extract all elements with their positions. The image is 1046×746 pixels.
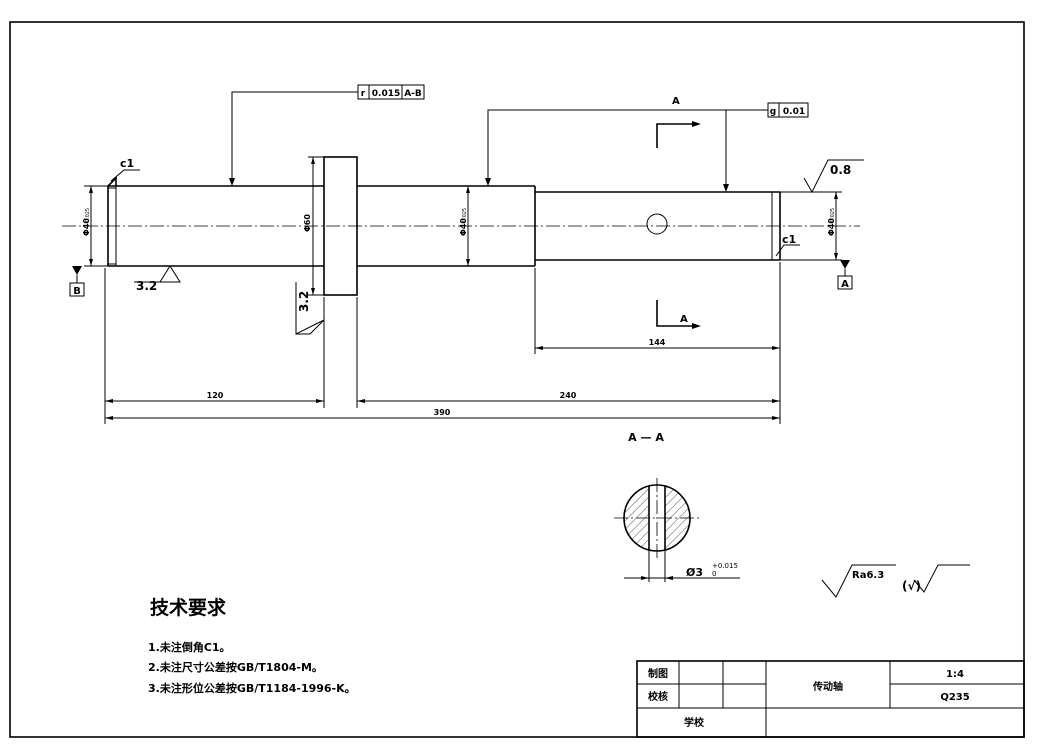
dim-d-mid-tol: -0.025	[462, 208, 468, 224]
roughness-general-symbol	[821, 564, 896, 598]
chamfer-right-leader	[775, 244, 800, 257]
tb-draw-label: 制图	[648, 667, 668, 680]
dim-d-right: Φ40	[827, 218, 836, 236]
dim-len-right: 240	[560, 391, 577, 400]
chamfer-left-leader	[110, 169, 140, 182]
chamfer-right: c1	[782, 233, 796, 246]
roughness-general: Ra6.3	[852, 570, 884, 581]
note-1: 1.未注倒角C1。	[148, 640, 231, 654]
section-title: A — A	[628, 431, 664, 444]
dim-d-collar: Φ60	[303, 214, 312, 232]
dim-d-left: Φ40	[82, 218, 91, 236]
dim-len-left: 120	[207, 391, 224, 400]
roughness-right-symbol	[803, 159, 864, 194]
hole-tol-upper: +0.015	[712, 562, 738, 570]
dim-d-mid: Φ40	[459, 218, 468, 236]
dim-d-right-tol: -0.025	[830, 208, 836, 224]
note-2: 2.未注尺寸公差按GB/T1804-M。	[148, 660, 323, 674]
cyl-value: 0.01	[783, 107, 805, 117]
roughness-left-symbol	[134, 265, 181, 283]
shaft-outline	[107, 156, 781, 296]
cylindricity-tolerance-frame	[485, 102, 809, 192]
datum-b-label: B	[73, 286, 81, 297]
notes-heading: 技术要求	[150, 596, 227, 619]
dim-len-total: 390	[434, 408, 451, 417]
dim-d-left-tol: -0.025	[85, 208, 91, 224]
roughness-other-symbol	[913, 564, 970, 593]
title-block	[636, 660, 1025, 738]
roughness-other: (√)	[902, 579, 921, 593]
runout-tolerance-frame	[229, 84, 425, 186]
section-mark-dim-top: A	[672, 96, 680, 107]
length-dims	[104, 262, 781, 424]
roughness-right: 0.8	[830, 163, 851, 177]
tb-scale: 1:4	[946, 669, 964, 680]
datum-a-label: A	[841, 279, 849, 290]
roughness-collar: 3.2	[297, 291, 311, 312]
dim-len-key: 144	[649, 338, 666, 347]
roughness-left: 3.2	[136, 279, 157, 293]
datum-a	[837, 260, 853, 290]
sheet-border	[9, 21, 1025, 738]
hole-tol-lower: 0	[712, 570, 716, 578]
note-3: 3.未注形位公差按GB/T1184-1996-K。	[148, 681, 356, 695]
datum-b	[69, 266, 85, 297]
tb-school-label: 学校	[684, 716, 705, 729]
runout-datum: A-B	[404, 89, 422, 99]
section-mark-bottom: A	[680, 314, 688, 325]
runout-symbol: r	[361, 89, 366, 99]
roughness-collar-symbol	[295, 282, 325, 335]
diameter-dims	[84, 156, 842, 296]
section-cut-marks	[656, 121, 701, 329]
tb-material: Q235	[940, 692, 969, 703]
runout-value: 0.015	[372, 89, 400, 99]
chamfer-left: c1	[120, 157, 134, 170]
tb-check-label: 校核	[648, 690, 668, 703]
cyl-symbol: g	[770, 107, 776, 117]
tb-part-name: 传动轴	[812, 680, 843, 693]
hole-dia: Ø3	[686, 566, 703, 579]
